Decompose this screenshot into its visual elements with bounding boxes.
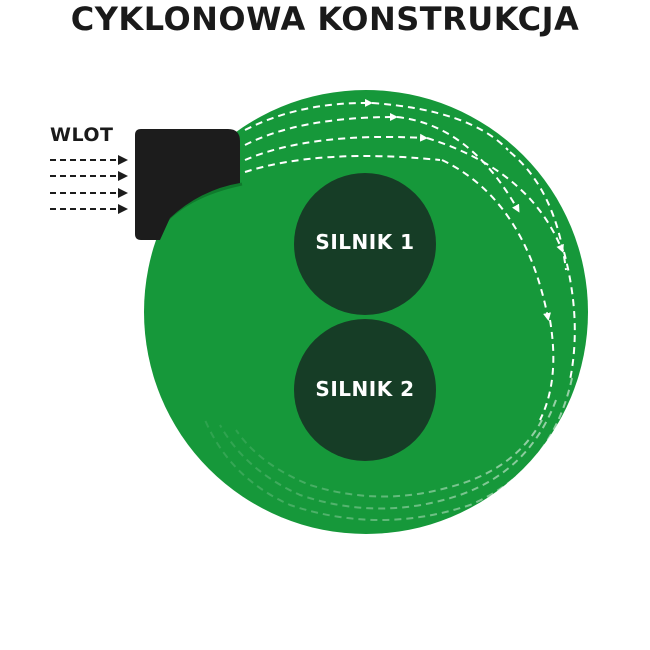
airflow-path (244, 133, 428, 161)
motor-2-label: SILNIK 2 (315, 377, 415, 401)
airflow-path (441, 159, 551, 321)
airflow-path (563, 251, 576, 381)
airflow-path (426, 137, 564, 253)
motor-1-label: SILNIK 1 (315, 230, 415, 254)
inlet-label: WLOT (50, 124, 114, 146)
inlet-block (135, 129, 240, 240)
airflow-path (371, 102, 509, 151)
cyclone-airflow (244, 98, 576, 421)
airflow-path (396, 116, 520, 213)
airflow-path (244, 113, 398, 146)
airflow-path (219, 399, 557, 510)
motor-1 (294, 173, 436, 315)
diagram-title: CYKLONOWA KONSTRUKCJA (70, 0, 580, 38)
airflow-path (235, 419, 543, 498)
airflow-path (509, 151, 567, 271)
airflow-path (244, 155, 441, 173)
airflow-path (539, 319, 555, 421)
airflow-path (204, 377, 573, 521)
airflow-path (244, 98, 373, 131)
inlet-airflow-arrows (50, 155, 128, 214)
motor-2 (294, 319, 436, 461)
cyclone-airflow-fading (204, 377, 573, 521)
